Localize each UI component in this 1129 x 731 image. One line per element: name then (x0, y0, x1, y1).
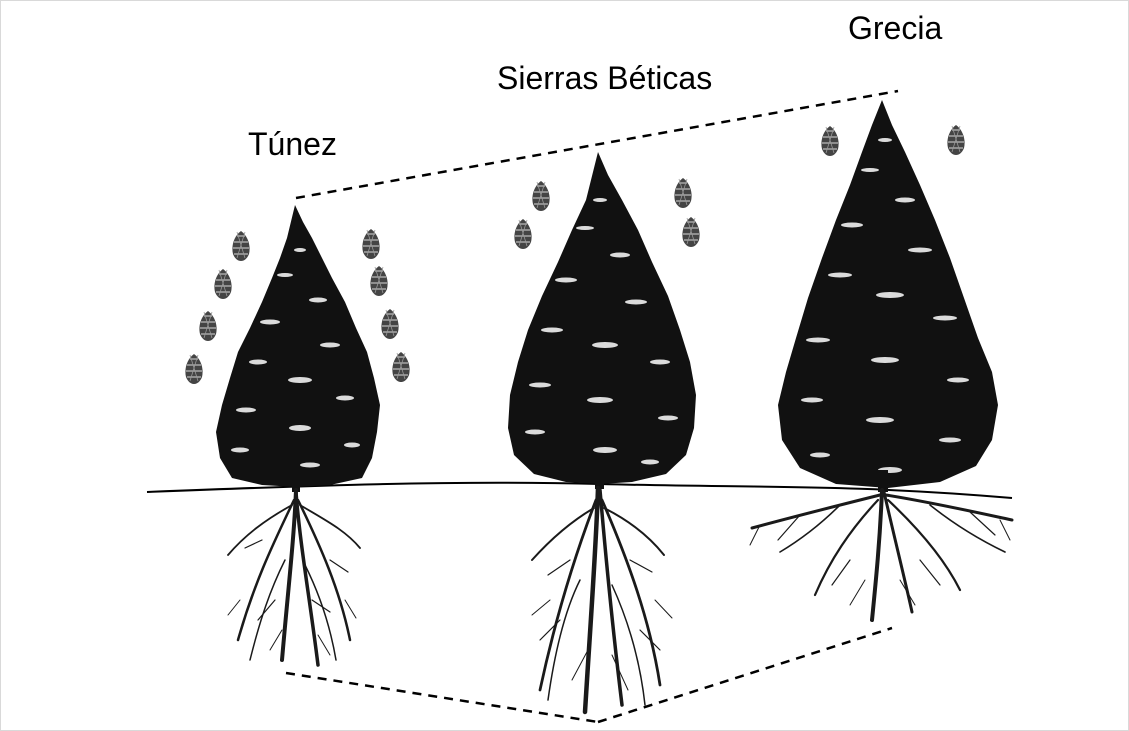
roots-grecia (750, 490, 1012, 620)
roots-sierras-beticas (532, 488, 672, 712)
pine-cone-icon (362, 229, 379, 259)
pine-cone-icon (821, 126, 838, 156)
pine-cone-icon (214, 269, 231, 299)
pine-cone-icon (682, 217, 699, 247)
tree-grecia (750, 100, 1012, 620)
pine-cone-icon (199, 311, 216, 341)
pine-cone-icon (232, 231, 249, 261)
pine-cone-icon (392, 352, 409, 382)
pine-cone-icon (381, 309, 398, 339)
tree-sierras-beticas (508, 152, 700, 712)
pine-cone-icon (674, 178, 691, 208)
pine-cone-icon (514, 219, 531, 249)
roots-tunez (228, 490, 360, 665)
dashed-bottom-right-line (598, 628, 892, 722)
pine-cone-icon (370, 266, 387, 296)
pine-cone-icon (185, 354, 202, 384)
pine-cone-icon (532, 181, 549, 211)
pine-cone-icon (947, 125, 964, 155)
tree-tunez (185, 205, 409, 665)
